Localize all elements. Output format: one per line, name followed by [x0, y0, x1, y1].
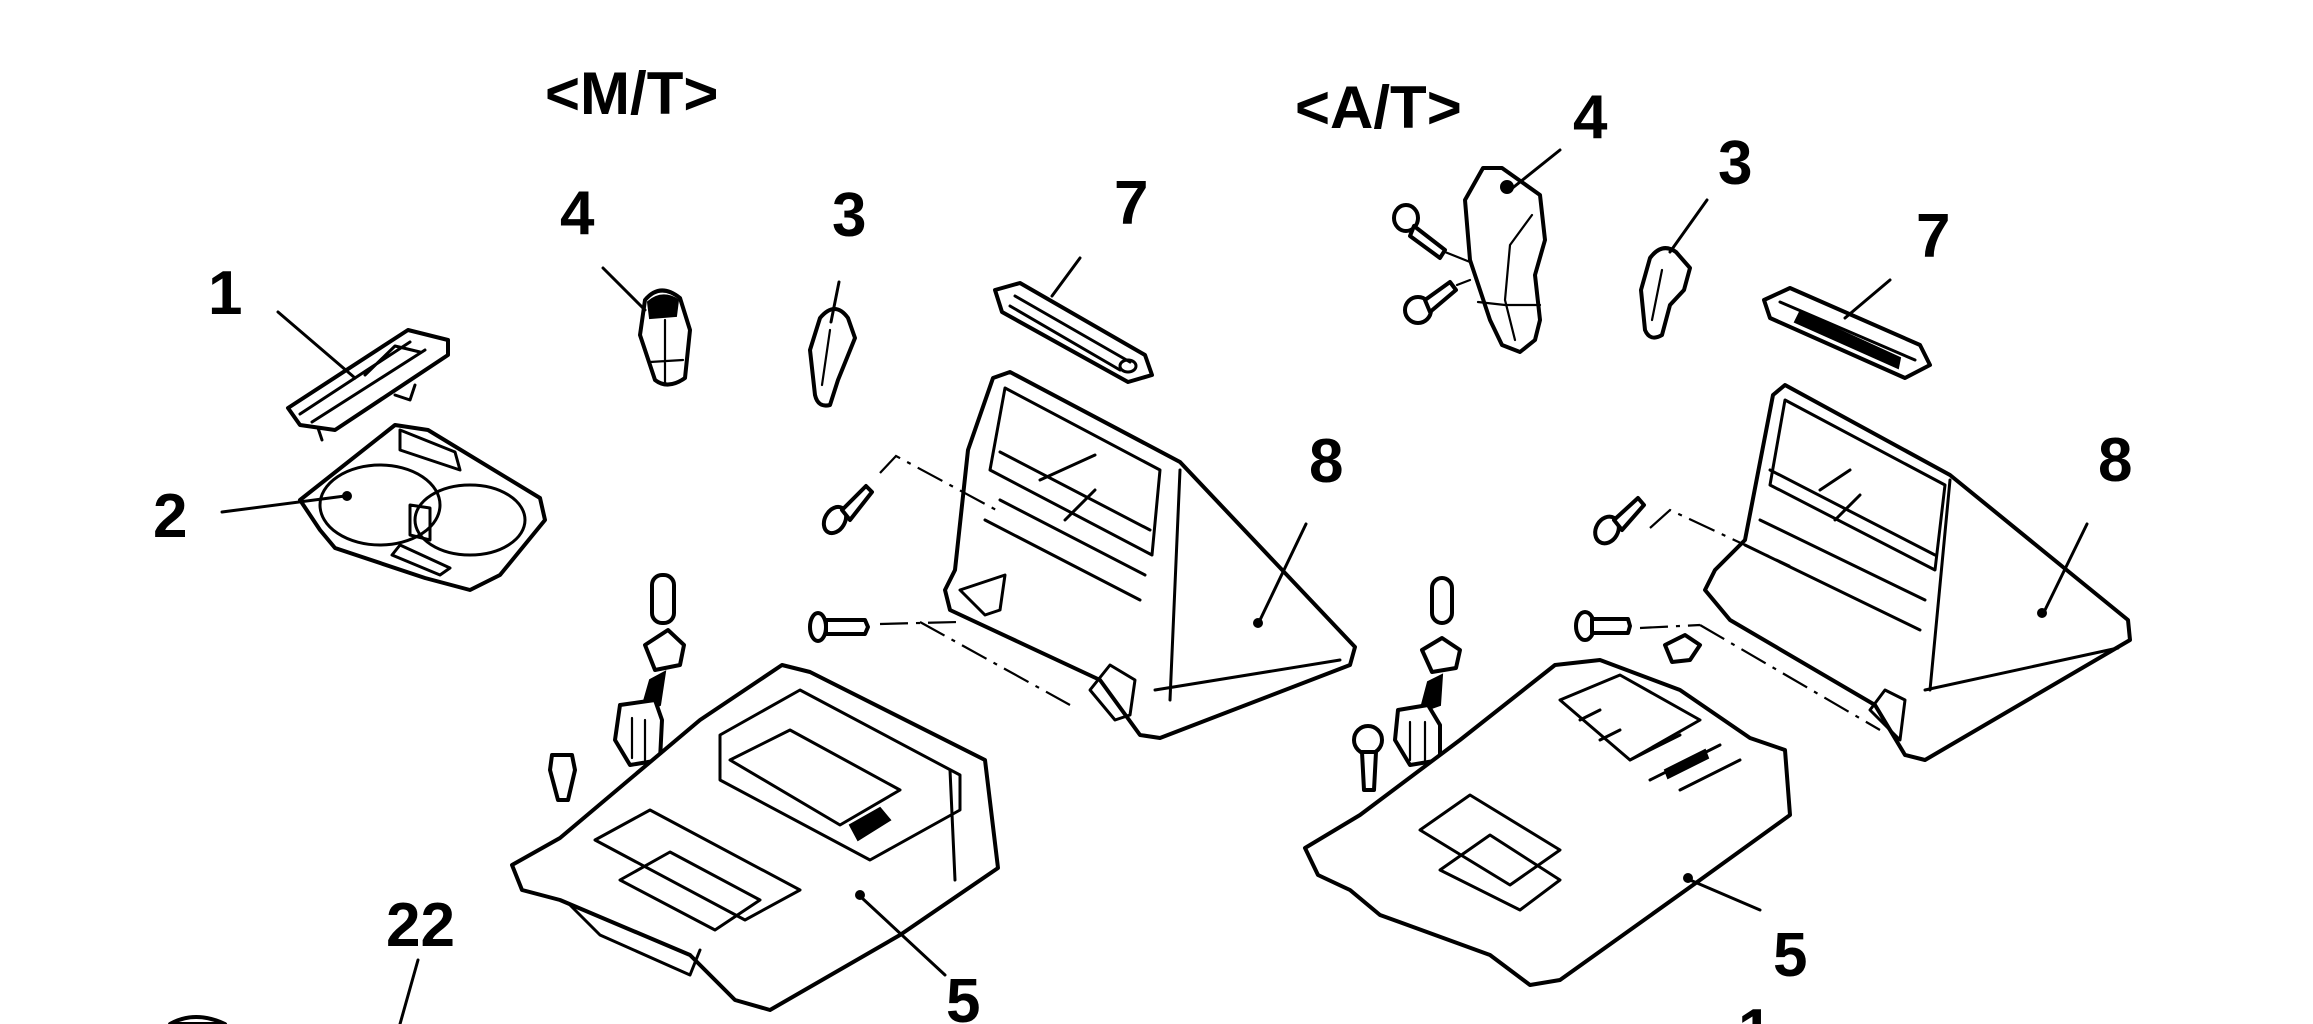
at-clip [1663, 633, 1702, 664]
mt-screw-lower [808, 611, 870, 643]
mt-leader-1 [276, 310, 357, 380]
mt-connector [613, 698, 664, 767]
mt-callout-7: 7 [1114, 169, 1148, 238]
mt-callout-5: 5 [946, 967, 980, 1024]
partial-callout-1: 1 [1738, 997, 1772, 1024]
at-bulb-socket [1418, 636, 1462, 714]
at-section: 4 3 7 [1303, 83, 2132, 1024]
mt-callout-2: 2 [153, 482, 187, 551]
at-dash-screw-lower [1639, 623, 1881, 731]
mt-heading: <M/T> [545, 60, 718, 127]
at-callout-5: 5 [1773, 921, 1807, 990]
mt-leader-5-dot [855, 890, 865, 900]
at-leader-7 [1843, 278, 1892, 320]
mt-callout-8: 8 [1309, 427, 1343, 496]
at-part-3-knob-cover [1639, 246, 1692, 340]
mt-dash-screw-lower [879, 620, 1071, 706]
mt-part-3-knob-cover [808, 307, 857, 408]
mt-leader-7 [1050, 256, 1082, 298]
mt-callout-22: 22 [386, 891, 455, 960]
at-part-4-selector-knob [1463, 166, 1547, 354]
mt-part-7-indicator-panel [993, 281, 1154, 384]
mt-section: 1 2 4 3 [153, 169, 1357, 1024]
at-leader-4 [1508, 148, 1562, 192]
at-knob-screw-upper [1392, 203, 1447, 260]
mt-part-5-console-body [510, 663, 1000, 1012]
at-knob-screw-leaders [1443, 250, 1472, 287]
at-part-5-console-body [1303, 658, 1792, 987]
at-screw-upper [1593, 496, 1646, 546]
mt-leader-22 [398, 958, 420, 1024]
mt-console-screw [548, 753, 577, 802]
at-connector [1393, 703, 1442, 767]
at-heading: <A/T> [1295, 74, 1462, 141]
at-callout-4: 4 [1573, 83, 1608, 152]
mt-leader-5 [860, 896, 947, 977]
mt-part-22-partial [168, 1015, 227, 1024]
mt-part-1-switch-panel [286, 328, 450, 442]
at-leader-8 [2043, 522, 2089, 612]
mt-dash-screw-upper [879, 454, 1001, 513]
at-callout-7: 7 [1916, 202, 1950, 271]
mt-leader-4 [601, 266, 647, 312]
mt-leader-3 [829, 280, 841, 324]
at-callout-8: 8 [2098, 426, 2132, 495]
at-part-7-indicator-panel [1762, 286, 1932, 380]
at-leader-5-dot [1683, 873, 1693, 883]
mt-part-8-console-panel [943, 370, 1357, 740]
mt-bulb-socket [638, 628, 686, 717]
at-console-screw [1352, 724, 1384, 792]
at-dash-screw-upper [1649, 508, 1791, 567]
at-leader-8-dot [2037, 608, 2047, 618]
at-callout-3: 3 [1718, 129, 1752, 198]
mt-screw-upper [821, 484, 874, 536]
mt-part-2-cup-holder [298, 423, 547, 592]
mt-callout-4: 4 [560, 179, 595, 248]
mt-callout-1: 1 [208, 259, 242, 328]
at-leader-3 [1668, 198, 1709, 254]
at-knob-screw-lower [1403, 280, 1458, 325]
at-bulb [1430, 576, 1454, 625]
mt-leader-2-dot [342, 491, 352, 501]
at-part-8-console-panel [1703, 383, 2132, 762]
mt-callout-3: 3 [832, 181, 866, 250]
mt-part-4-shift-knob [638, 288, 692, 387]
at-screw-lower [1574, 610, 1632, 642]
mt-leader-8-dot [1253, 618, 1263, 628]
mt-bulb [650, 573, 676, 625]
at-leader-5 [1688, 878, 1762, 912]
mt-leader-2 [220, 494, 347, 514]
mt-leader-8 [1258, 522, 1308, 622]
